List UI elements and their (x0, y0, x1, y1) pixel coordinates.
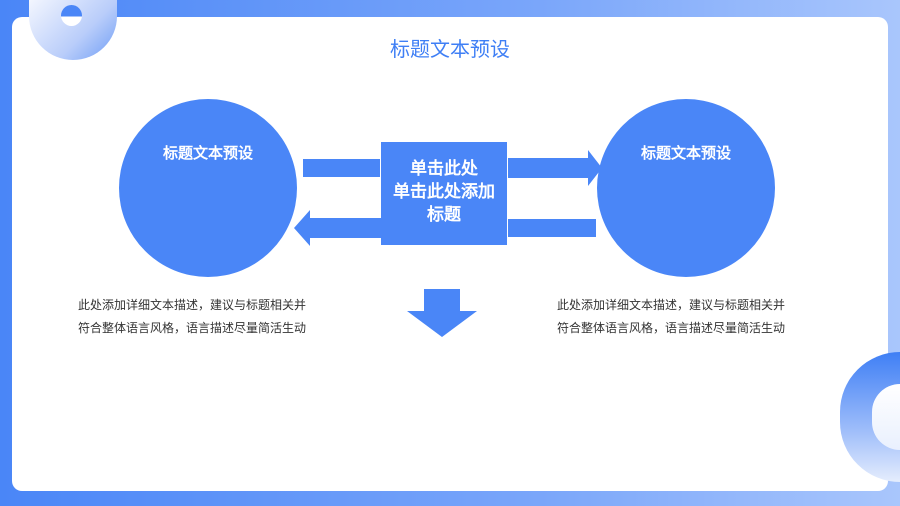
right-circle[interactable]: 标题文本预设 (597, 99, 775, 277)
right-circle-label: 标题文本预设 (640, 144, 731, 162)
center-box-line1: 单击此处 (410, 159, 478, 179)
arrow-right-icon (508, 150, 602, 186)
left-description: 此处添加详细文本描述，建议与标题相关并 符合整体语言风格，语言描述尽量简活生动 (78, 294, 378, 340)
right-description: 此处添加详细文本描述，建议与标题相关并 符合整体语言风格，语言描述尽量简活生动 (557, 294, 857, 340)
slide-title[interactable]: 标题文本预设 (390, 37, 510, 61)
center-box-line2: 单击此处添加 (393, 182, 495, 202)
right-desc-line2: 符合整体语言风格，语言描述尽量简活生动 (557, 321, 786, 335)
slide-card (12, 17, 888, 491)
connector-bar-top-left (303, 159, 380, 177)
right-desc-line1: 此处添加详细文本描述，建议与标题相关并 (557, 298, 786, 312)
arrow-down-icon (407, 289, 477, 337)
center-title-box[interactable]: 单击此处 单击此处添加 标题 (381, 142, 507, 245)
left-desc-line1: 此处添加详细文本描述，建议与标题相关并 (78, 298, 307, 312)
left-circle-label: 标题文本预设 (162, 144, 253, 162)
center-box-line3: 标题 (427, 205, 461, 225)
left-desc-line2: 符合整体语言风格，语言描述尽量简活生动 (78, 321, 307, 335)
connector-bar-bottom-right (508, 219, 596, 237)
left-circle[interactable]: 标题文本预设 (119, 99, 297, 277)
arrow-left-icon (294, 210, 382, 246)
